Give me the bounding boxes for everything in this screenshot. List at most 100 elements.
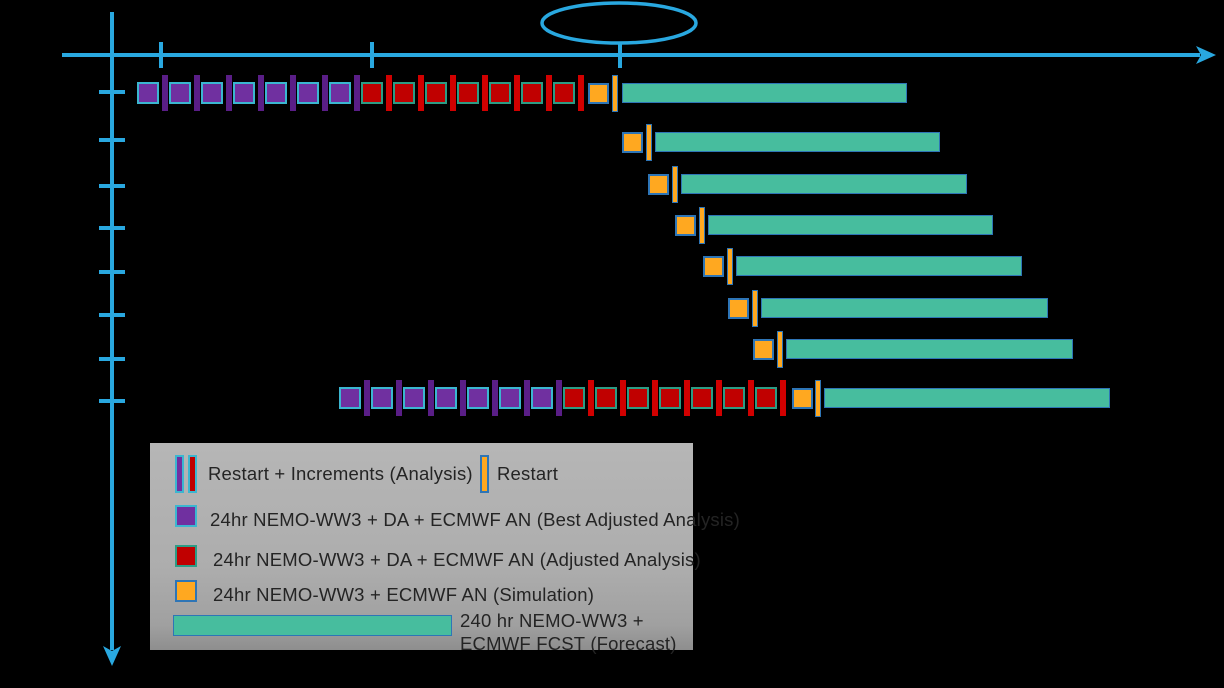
restart-bar <box>752 289 758 327</box>
legend-label-best-adjusted-analysis: 24hr NEMO-WW3 + DA + ECMWF AN (Best Adju… <box>210 509 740 530</box>
best-adjusted-analysis-square <box>339 387 361 409</box>
restart-increments-bar-red <box>620 380 626 416</box>
simulation-square <box>728 297 749 319</box>
restart-increments-bar-purple <box>556 380 562 416</box>
forecast-bar <box>622 83 907 103</box>
restart-increments-bar-purple <box>524 380 530 416</box>
adjusted-analysis-square <box>521 82 543 104</box>
best-adjusted-analysis-square <box>329 82 351 104</box>
legend-swatch-best-adjusted-analysis-square <box>175 505 197 527</box>
restart-increments-bar-purple <box>322 75 328 111</box>
legend-label-forecast: 240 hr NEMO-WW3 + ECMWF FCST (Forecast) <box>460 609 677 655</box>
legend-label-adjusted-analysis: 24hr NEMO-WW3 + DA + ECMWF AN (Adjusted … <box>213 549 701 570</box>
best-adjusted-analysis-square <box>169 82 191 104</box>
cycle-axis-arrowhead <box>103 646 121 666</box>
restart-increments-bar-purple <box>364 380 370 416</box>
adjusted-analysis-square <box>553 82 575 104</box>
restart-increments-bar-red <box>588 380 594 416</box>
legend-swatch-simulation-square <box>175 580 197 602</box>
restart-increments-bar-red <box>684 380 690 416</box>
best-adjusted-analysis-square <box>233 82 255 104</box>
adjusted-analysis-square <box>393 82 415 104</box>
restart-increments-bar-purple <box>258 75 264 111</box>
restart-increments-bar-red <box>748 380 754 416</box>
restart-increments-bar-purple <box>162 75 168 111</box>
forecast-bar <box>681 174 967 194</box>
legend-panel: Restart + Increments (Analysis) Restart … <box>150 443 740 654</box>
restart-increments-bar-purple <box>226 75 232 111</box>
legend-label-forecast-line1: 240 hr NEMO-WW3 + <box>460 610 644 631</box>
restart-bar <box>612 74 618 112</box>
best-adjusted-analysis-square <box>265 82 287 104</box>
forecast-bar <box>708 215 993 235</box>
restart-increments-bar-red <box>450 75 456 111</box>
best-adjusted-analysis-square <box>201 82 223 104</box>
legend-label-restart: Restart <box>497 463 559 484</box>
forecast-bar <box>824 388 1110 408</box>
best-adjusted-analysis-square <box>297 82 319 104</box>
adjusted-analysis-square <box>755 387 777 409</box>
restart-increments-bar-purple <box>290 75 296 111</box>
restart-increments-bar-red <box>716 380 722 416</box>
forecast-bar <box>786 339 1073 359</box>
legend-swatch-forecast-bar <box>173 615 452 636</box>
legend-swatch-adjusted-analysis-square <box>175 545 197 567</box>
legend-swatch-restart-increment-purple-bar <box>175 455 184 493</box>
restart-bar <box>699 206 705 244</box>
restart-increments-bar-red <box>418 75 424 111</box>
restart-increments-bar-purple <box>194 75 200 111</box>
simulation-square <box>753 338 774 360</box>
restart-increments-bar-red <box>652 380 658 416</box>
best-adjusted-analysis-square <box>467 387 489 409</box>
restart-increments-bar-red <box>386 75 392 111</box>
adjusted-analysis-square <box>489 82 511 104</box>
restart-increments-bar-purple <box>492 380 498 416</box>
best-adjusted-analysis-square <box>137 82 159 104</box>
restart-bar <box>646 123 652 161</box>
restart-increments-bar-red <box>482 75 488 111</box>
best-adjusted-analysis-square <box>499 387 521 409</box>
adjusted-analysis-square <box>723 387 745 409</box>
adjusted-analysis-square <box>691 387 713 409</box>
adjusted-analysis-square <box>425 82 447 104</box>
restart-increments-bar-red <box>514 75 520 111</box>
simulation-square <box>588 82 609 104</box>
time-axis-arrowhead <box>1196 46 1216 64</box>
adjusted-analysis-square <box>457 82 479 104</box>
restart-increments-bar-purple <box>460 380 466 416</box>
forecast-bar <box>655 132 940 152</box>
adjusted-analysis-square <box>361 82 383 104</box>
restart-increments-bar-purple <box>354 75 360 111</box>
legend-label-restart-increments: Restart + Increments (Analysis) <box>208 463 473 484</box>
best-adjusted-analysis-square <box>371 387 393 409</box>
adjusted-analysis-square <box>659 387 681 409</box>
best-adjusted-analysis-square <box>403 387 425 409</box>
restart-bar <box>672 165 678 203</box>
restart-increments-bar-red <box>578 75 584 111</box>
forecast-bar <box>761 298 1048 318</box>
restart-bar <box>727 247 733 285</box>
restart-increments-bar-purple <box>396 380 402 416</box>
simulation-square <box>703 255 724 277</box>
best-adjusted-analysis-square <box>531 387 553 409</box>
adjusted-analysis-square <box>627 387 649 409</box>
legend-swatch-restart-orange-bar <box>480 455 489 493</box>
simulation-square <box>622 131 643 153</box>
legend-label-forecast-line2: ECMWF FCST (Forecast) <box>460 633 677 654</box>
simulation-square <box>675 214 696 236</box>
simulation-square <box>648 173 669 195</box>
adjusted-analysis-square <box>595 387 617 409</box>
legend-label-simulation: 24hr NEMO-WW3 + ECMWF AN (Simulation) <box>213 584 595 605</box>
restart-bar <box>815 379 821 417</box>
best-adjusted-analysis-square <box>435 387 457 409</box>
restart-bar <box>777 330 783 368</box>
restart-increments-bar-red <box>546 75 552 111</box>
adjusted-analysis-square <box>563 387 585 409</box>
simulation-square <box>792 387 813 409</box>
legend-swatch-restart-increment-red-bar <box>188 455 197 493</box>
restart-increments-bar-red <box>780 380 786 416</box>
highlight-ellipse <box>540 1 698 45</box>
restart-increments-bar-purple <box>428 380 434 416</box>
